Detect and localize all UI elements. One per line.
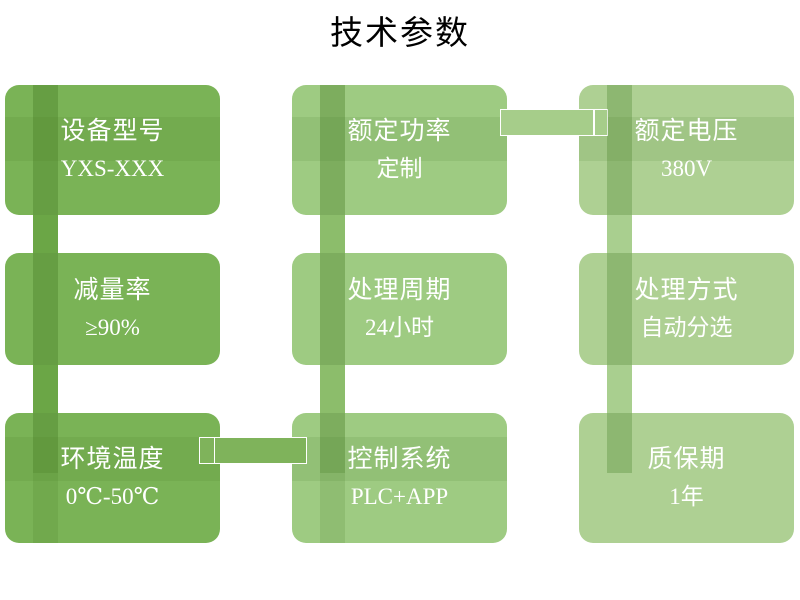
card-rated-power[interactable]: 额定功率 定制 <box>292 85 507 215</box>
card-warranty-period[interactable]: 质保期 1年 <box>579 413 794 543</box>
card-rated-voltage[interactable]: 额定电压 380V <box>579 85 794 215</box>
card-label: 质保期 <box>647 445 726 473</box>
card-label: 减量率 <box>73 276 152 304</box>
connector-stub-row3-left <box>199 437 215 464</box>
overlay-vertical-col2-row1 <box>320 85 345 215</box>
card-value: 自动分选 <box>640 314 733 340</box>
card-stripe <box>33 253 58 365</box>
card-value: 1年 <box>669 483 704 509</box>
connector-horizontal-row1-col2-col3 <box>500 109 594 136</box>
connector-vertical-col1-row2-row3 <box>33 363 58 415</box>
card-label: 额定电压 <box>634 117 739 145</box>
card-band <box>292 437 507 481</box>
card-value: YXS-XXX <box>60 155 165 181</box>
connector-vertical-col3-row2-row3 <box>607 363 632 415</box>
card-stripe <box>607 413 632 473</box>
card-value: 定制 <box>376 155 423 181</box>
card-stripe <box>607 253 632 365</box>
page-title: 技术参数 <box>330 16 470 52</box>
overlay-vertical-col1-row1 <box>33 85 58 215</box>
card-value: 0℃-50℃ <box>65 483 160 509</box>
card-ambient-temperature[interactable]: 环境温度 0℃-50℃ <box>5 413 220 543</box>
overlay-vertical-col3-row2 <box>607 253 632 365</box>
card-value: PLC+APP <box>350 483 449 509</box>
overlay-vertical-col3-row1 <box>607 85 632 215</box>
card-value: 380V <box>660 155 713 181</box>
overlay-vertical-col1-row3 <box>33 413 58 473</box>
card-processing-cycle[interactable]: 处理周期 24小时 <box>292 253 507 365</box>
card-control-system[interactable]: 控制系统 PLC+APP <box>292 413 507 543</box>
card-label: 环境温度 <box>60 445 165 473</box>
card-band <box>5 437 220 481</box>
card-stripe <box>607 85 632 215</box>
card-stripe <box>33 85 58 215</box>
card-band <box>292 117 507 161</box>
card-label: 处理周期 <box>347 276 452 304</box>
card-stripe <box>320 253 345 365</box>
card-device-model[interactable]: 设备型号 YXS-XXX <box>5 85 220 215</box>
card-reduction-rate[interactable]: 减量率 ≥90% <box>5 253 220 365</box>
card-label: 设备型号 <box>60 117 165 145</box>
card-stripe <box>320 85 345 215</box>
connector-vertical-col2-row2-row3 <box>320 363 345 415</box>
overlay-vertical-col2-row3 <box>320 413 345 473</box>
card-band <box>579 117 794 161</box>
overlay-vertical-col3-row3 <box>607 413 632 473</box>
card-label: 处理方式 <box>634 276 739 304</box>
card-stripe <box>320 413 345 543</box>
connector-horizontal-row3-col1-col2 <box>213 437 307 464</box>
card-processing-method[interactable]: 处理方式 自动分选 <box>579 253 794 365</box>
overlay-vertical-col2-row2 <box>320 253 345 365</box>
card-label: 额定功率 <box>347 117 452 145</box>
card-band <box>5 117 220 161</box>
connector-stub-row1-right <box>594 109 608 136</box>
card-stripe <box>33 413 58 543</box>
card-label: 控制系统 <box>347 445 452 473</box>
card-value: 24小时 <box>365 314 434 340</box>
card-value: ≥90% <box>85 314 140 340</box>
overlay-vertical-col1-row2 <box>33 253 58 365</box>
